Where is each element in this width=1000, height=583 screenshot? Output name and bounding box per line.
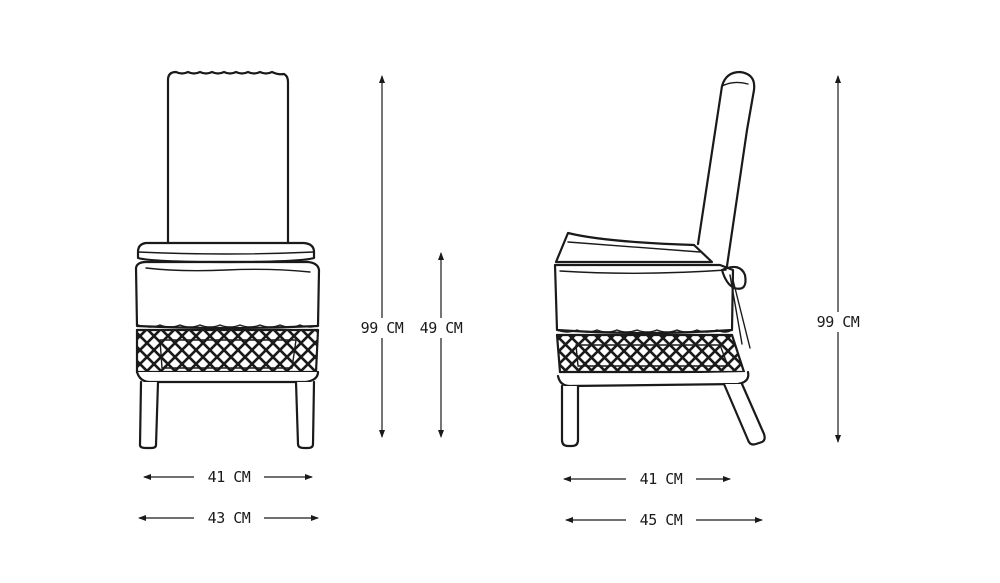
side-view-dimensions: 99 CM 41 CM 45 CM xyxy=(563,75,860,529)
side-total-height-label: 99 CM xyxy=(817,313,860,331)
side-leg-front xyxy=(560,384,580,448)
side-seat-depth-label: 41 CM xyxy=(640,470,683,488)
front-overall-width-label: 43 CM xyxy=(208,509,251,527)
front-leg-right xyxy=(294,380,316,450)
side-backrest xyxy=(696,70,756,268)
front-leg-left xyxy=(138,380,160,450)
side-leg-back xyxy=(722,382,766,446)
front-seat-skirt xyxy=(134,260,321,330)
side-cushion-tie xyxy=(720,265,747,290)
side-overall-depth-label: 45 CM xyxy=(640,511,683,529)
side-seat-skirt xyxy=(553,263,735,335)
front-bottom-rail xyxy=(135,370,320,384)
front-seat-width-label: 41 CM xyxy=(208,468,251,486)
side-view-chair xyxy=(553,70,766,448)
front-seat-height-label: 49 CM xyxy=(420,319,463,337)
front-view-chair xyxy=(134,70,321,450)
front-view-dimensions: 99 CM 49 CM 41 CM 43 CM xyxy=(138,75,463,527)
front-backrest xyxy=(166,70,290,246)
side-bottom-rail xyxy=(556,370,750,388)
front-total-height-label: 99 CM xyxy=(361,319,404,337)
